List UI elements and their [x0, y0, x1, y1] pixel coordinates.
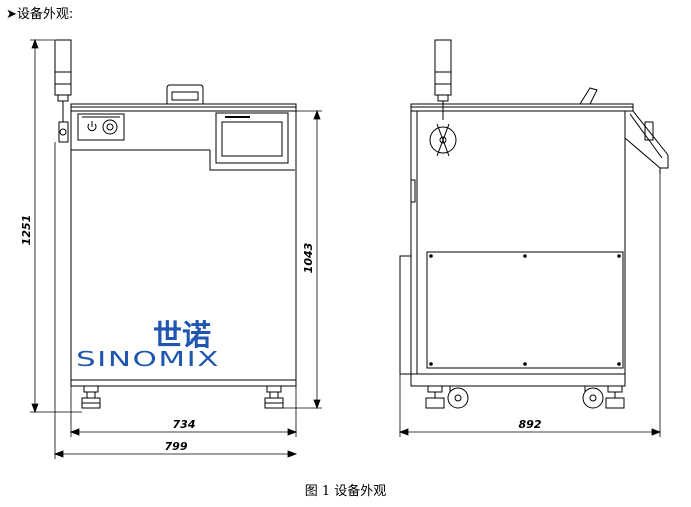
power-icon [87, 121, 97, 132]
top-handle [166, 84, 204, 104]
dim-side-width [398, 174, 662, 437]
heading-marker: ➤ [6, 7, 17, 22]
front-feet [81, 385, 284, 409]
side-slanted-panel [624, 110, 669, 174]
dim-height-body [283, 109, 322, 410]
logo-chinese: 世诺 [153, 318, 211, 352]
dim-label-side-width: 892 [519, 418, 542, 431]
touch-screen [209, 112, 295, 171]
logo-english: SINOMIX [76, 347, 220, 371]
figure-caption: 图 1 设备外观 [304, 484, 387, 499]
control-panel [77, 113, 125, 141]
side-view [398, 39, 669, 437]
dim-width-total [53, 142, 298, 459]
front-view [30, 38, 322, 459]
dim-label-height-total: 1251 [20, 215, 33, 246]
dim-label-width-body: 734 [173, 418, 196, 431]
signal-tower [54, 39, 72, 143]
heading-text: 设备外观: [16, 7, 74, 22]
side-signal-tower [429, 39, 457, 157]
dim-width-body [69, 386, 298, 437]
dim-label-width-total: 799 [165, 440, 188, 453]
dim-height-total [30, 38, 82, 414]
casters [425, 385, 625, 409]
section-heading: ➤设备外观: [6, 3, 73, 22]
dim-label-height-body: 1043 [302, 242, 315, 273]
